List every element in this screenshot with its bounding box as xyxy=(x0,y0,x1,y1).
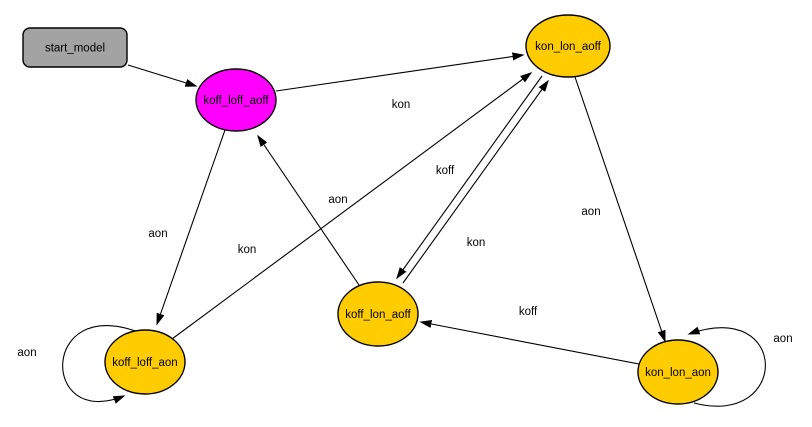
state-ellipse xyxy=(525,14,611,78)
node-koff_lon_aoff: koff_lon_aoff xyxy=(337,281,419,347)
edge-kon_lon_aoff-to-koff_lon_aoff: koff xyxy=(397,75,543,278)
state-ellipse xyxy=(337,281,419,347)
edges-layer: kon aon aon kon koff kon aon koff aon aon xyxy=(17,55,793,407)
edge-label: koff xyxy=(519,306,538,318)
node-koff_loff_aon: koff_loff_aon xyxy=(104,329,186,395)
edge-kon_lon_aon-to-koff_lon_aoff: koff xyxy=(421,306,640,365)
edge-start_model-to-koff_loff_aoff xyxy=(127,64,196,86)
self-loop-kon_lon_aon: aon xyxy=(689,328,793,407)
state-ellipse xyxy=(637,339,719,405)
state-ellipse xyxy=(195,68,277,132)
edge-label: aon xyxy=(17,347,36,359)
edge-label: kon xyxy=(392,99,411,111)
node-label: koff_loff_aon xyxy=(112,357,177,369)
edge-label: aon xyxy=(581,206,600,218)
start-state-box xyxy=(22,27,128,68)
edge-label: aon xyxy=(328,194,347,206)
edge-label: koff xyxy=(436,165,455,177)
node-kon_lon_aon: kon_lon_aon xyxy=(637,339,719,405)
nodes-layer: start_model koff_loff_aoff kon_lon_aoffkof… xyxy=(22,14,719,405)
transition-arrow xyxy=(258,136,360,286)
transition-arrow xyxy=(171,73,531,340)
self-loop-koff_loff_aon: aon xyxy=(17,325,139,402)
edge-label: kon xyxy=(467,237,486,249)
transition-arrow xyxy=(402,81,548,284)
edge-koff_loff_aoff-to-koff_loff_aon: aon xyxy=(148,129,226,324)
node-label: koff_loff_aoff xyxy=(203,95,269,107)
node-koff_loff_aoff: koff_loff_aoff xyxy=(195,68,277,132)
transition-arrow xyxy=(574,76,666,341)
edge-koff_loff_aon-to-kon_lon_aoff: kon xyxy=(171,73,531,340)
node-kon_lon_aoff: kon_lon_aoff xyxy=(525,14,611,78)
transition-arrow xyxy=(127,64,196,86)
node-start_model: start_model xyxy=(22,27,128,68)
transition-arrow xyxy=(275,55,523,92)
edge-koff_lon_aoff-to-koff_loff_aoff: aon xyxy=(258,136,360,286)
edge-koff_loff_aoff-to-kon_lon_aoff: kon xyxy=(275,55,523,111)
node-label: kon_lon_aoff xyxy=(535,41,601,53)
transition-arrow xyxy=(157,129,226,324)
state-ellipse xyxy=(104,329,186,395)
transition-arrow xyxy=(689,328,766,407)
node-label: start_model xyxy=(45,43,105,55)
transition-arrow xyxy=(421,322,640,365)
edge-label: aon xyxy=(773,333,792,345)
edge-label: aon xyxy=(148,228,167,240)
transition-arrow xyxy=(397,75,543,278)
node-label: koff_lon_aoff xyxy=(345,309,411,321)
edge-kon_lon_aoff-to-kon_lon_aon: aon xyxy=(574,76,666,341)
edge-label: kon xyxy=(238,244,257,256)
edge-koff_lon_aoff-to-kon_lon_aoff: kon xyxy=(402,81,548,284)
transition-arrow xyxy=(62,325,139,402)
node-label: kon_lon_aon xyxy=(645,367,711,379)
